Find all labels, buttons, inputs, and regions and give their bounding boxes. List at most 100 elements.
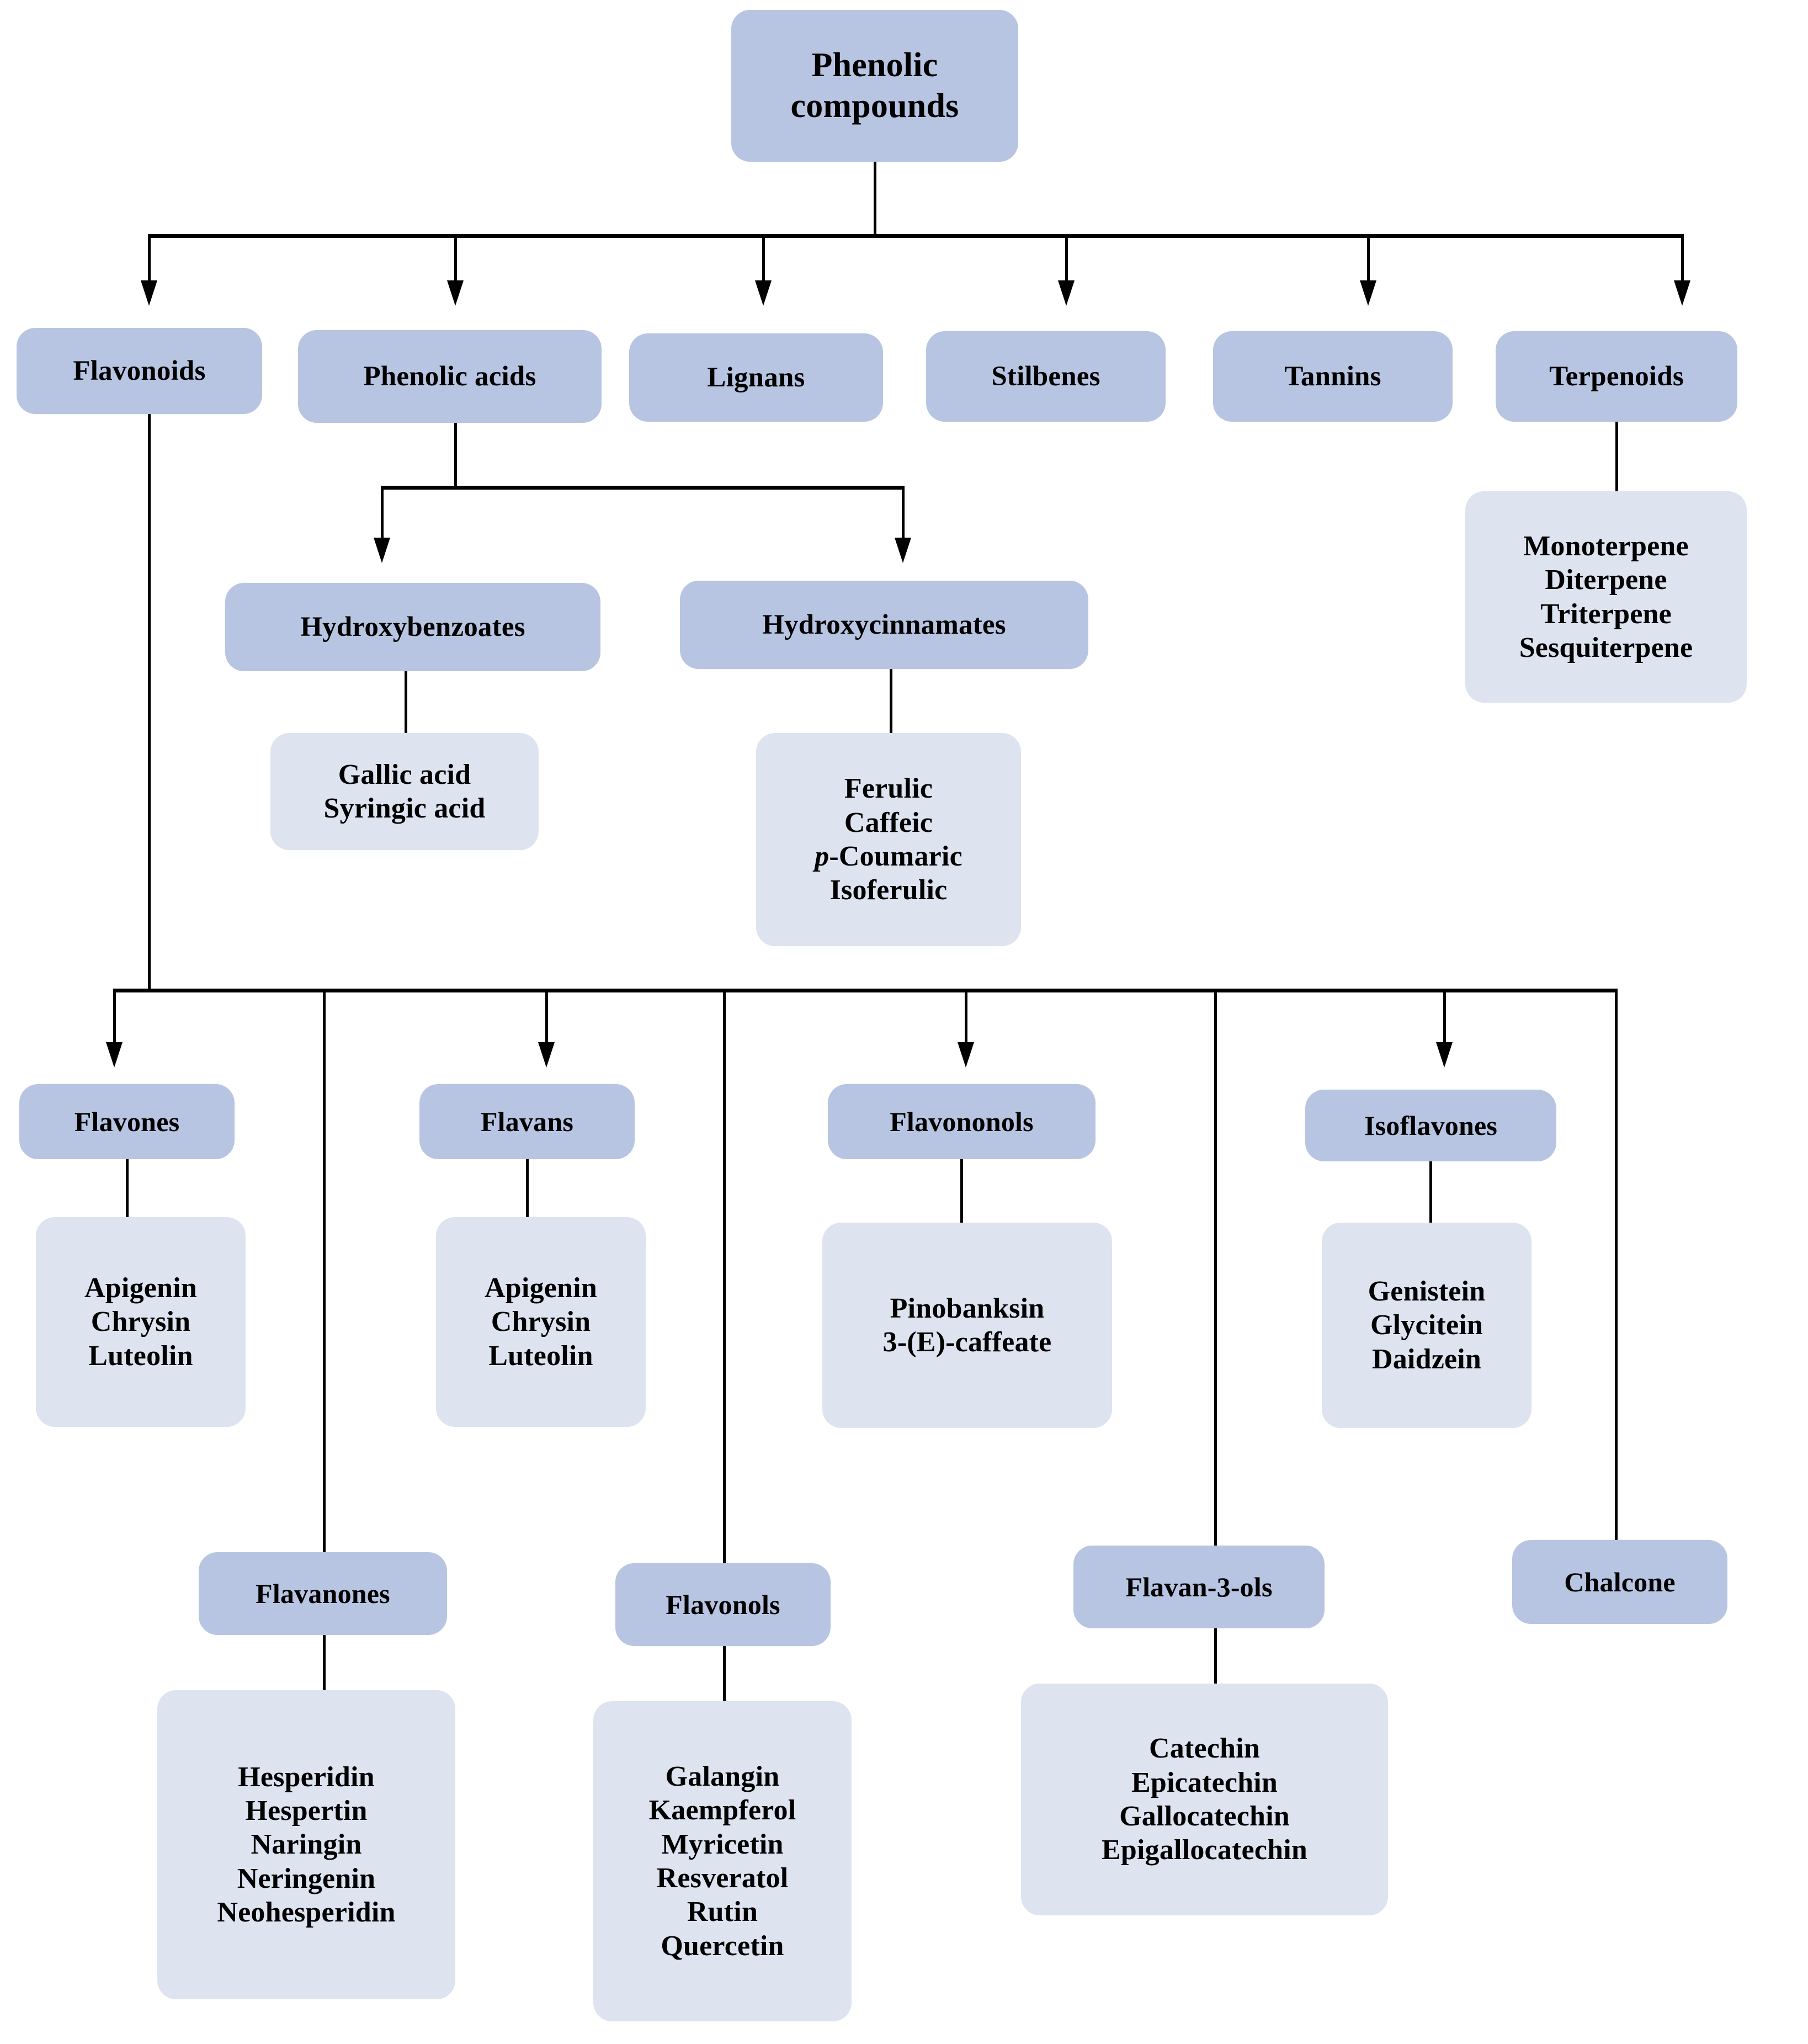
hydroxybenzoate-member-list: Gallic acid Syringic acid [270,758,539,826]
flavonols-member: Myricetin [661,1828,784,1860]
connector-drop-tannins [1367,234,1370,284]
hydroxybenzoate-member: Gallic acid [338,758,471,790]
flavonols-member: Quercetin [661,1930,784,1962]
node-hydroxycinnamates[interactable]: Hydroxycinnamates [680,581,1088,669]
node-phenolic-compounds-label: Phenolic compounds [790,46,959,125]
connector-isoflavones-members [1429,1161,1432,1227]
node-flavonols-label: Flavonols [666,1589,780,1620]
flavonols-member: Galangin [665,1760,780,1792]
node-flavonoids[interactable]: Flavonoids [17,328,262,414]
flavonols-member: Rutin [687,1896,758,1928]
node-flavans[interactable]: Flavans [419,1084,635,1159]
node-hydroxybenzoate-members[interactable]: Gallic acid Syringic acid [270,733,539,850]
flavonols-member: Kaempferol [648,1795,796,1827]
node-flavones[interactable]: Flavones [19,1084,235,1159]
node-flavonols[interactable]: Flavonols [615,1563,831,1646]
node-flavanones-members[interactable]: Hesperidin Hespertin Naringin Neringenin… [157,1690,455,1999]
connector-drop-flavanones [323,989,326,1563]
arrowhead-terpenoids [1674,280,1690,306]
node-flavononols-label: Flavononols [890,1106,1034,1137]
hydroxycinnamate-member: Caffeic [844,806,933,838]
connector-drop-flavones [113,989,116,1047]
flavans-member: Luteolin [488,1340,593,1372]
flavones-member: Chrysin [91,1306,191,1338]
flavan3ols-member: Catechin [1149,1733,1260,1765]
flavanones-member: Hesperidin [238,1761,375,1793]
node-flavones-members[interactable]: Apigenin Chrysin Luteolin [36,1217,246,1427]
arrowhead-flavononols [958,1042,974,1068]
node-flavonoids-label: Flavonoids [73,355,206,386]
hydroxycinnamate-member: Ferulic [844,773,933,805]
node-lignans[interactable]: Lignans [629,333,883,422]
node-flavan3ols-members[interactable]: Catechin Epicatechin Gallocatechin Epiga… [1021,1684,1388,1915]
connector-phenolic-acids-bus [381,486,905,490]
node-hydroxybenzoates[interactable]: Hydroxybenzoates [225,583,600,671]
node-terpenoid-members[interactable]: Monoterpene Diterpene Triterpene Sesquit… [1465,491,1747,703]
connector-drop-flavans [545,989,548,1047]
connector-drop-flavonoids [148,234,151,284]
flavononols-member: Pinobanksin [890,1292,1045,1324]
connector-drop-phenolic-acids [454,234,457,284]
arrowhead-lignans [755,280,772,306]
node-phenolic-acids-label: Phenolic acids [363,360,536,392]
terpenoid-member: Sesquiterpene [1519,631,1693,663]
connector-flavan3ols-members [1214,1628,1217,1686]
node-phenolic-compounds[interactable]: Phenolic compounds [731,10,1018,162]
flavononols-member: 3-(E)-caffeate [882,1326,1052,1358]
isoflavones-member: Glycitein [1370,1309,1483,1341]
connector-flavonols-members [723,1646,726,1704]
node-isoflavones[interactable]: Isoflavones [1305,1090,1556,1161]
node-flavonols-members[interactable]: Galangin Kaempferol Myricetin Resveratol… [593,1701,852,2021]
connector-drop-hydroxycinnamates [902,486,905,541]
connector-drop-flavan3ols [1214,989,1217,1557]
terpenoid-member: Diterpene [1545,564,1667,596]
terpenoid-member: Monoterpene [1523,530,1689,562]
isoflavones-member: Daidzein [1371,1343,1482,1375]
node-flavan-3-ols[interactable]: Flavan-3-ols [1073,1546,1325,1628]
isoflavones-member-list: Genistein Glycitein Daidzein [1322,1275,1532,1376]
node-terpenoids-label: Terpenoids [1549,360,1684,392]
connector-flavonoids-stem [148,414,151,991]
node-flavans-members[interactable]: Apigenin Chrysin Luteolin [436,1217,646,1427]
node-flavanones-label: Flavanones [256,1578,390,1609]
flavonols-member: Resveratol [656,1862,789,1894]
node-stilbenes-label: Stilbenes [991,360,1100,392]
node-stilbenes[interactable]: Stilbenes [926,331,1166,422]
node-tannins[interactable]: Tannins [1213,331,1453,422]
connector-flavononols-members [960,1159,963,1224]
node-terpenoids[interactable]: Terpenoids [1496,331,1737,422]
node-flavononols-members[interactable]: Pinobanksin 3-(E)-caffeate [822,1223,1112,1428]
flavanones-member: Neohesperidin [217,1897,396,1929]
arrowhead-flavones [106,1042,123,1068]
arrowhead-stilbenes [1058,280,1075,306]
connector-drop-terpenoids [1681,234,1684,284]
flavans-member: Chrysin [491,1306,591,1338]
isoflavones-member: Genistein [1368,1275,1486,1307]
node-flavanones[interactable]: Flavanones [199,1552,447,1635]
arrowhead-tannins [1360,280,1376,306]
connector-drop-isoflavones [1443,989,1446,1047]
flavan3ols-member-list: Catechin Epicatechin Gallocatechin Epiga… [1021,1732,1388,1867]
node-hydroxycinnamates-label: Hydroxycinnamates [762,609,1006,640]
flavan3ols-member: Gallocatechin [1119,1801,1290,1832]
connector-drop-chalcone [1615,989,1618,1543]
node-isoflavones-members[interactable]: Genistein Glycitein Daidzein [1322,1223,1532,1428]
flavanones-member: Naringin [251,1829,362,1861]
node-chalcone[interactable]: Chalcone [1512,1540,1727,1624]
node-flavones-label: Flavones [74,1106,180,1137]
connector-phenolic-acids-stem [454,423,457,489]
node-isoflavones-label: Isoflavones [1364,1109,1498,1141]
connector-drop-flavonols [723,989,726,1576]
hydroxycinnamate-member: Isoferulic [829,874,948,906]
connector-drop-stilbenes [1065,234,1068,284]
node-flavan-3-ols-label: Flavan-3-ols [1125,1571,1273,1602]
node-phenolic-acids[interactable]: Phenolic acids [298,330,602,423]
hydroxybenzoate-member: Syringic acid [323,793,486,824]
node-chalcone-label: Chalcone [1564,1566,1676,1597]
node-flavononols[interactable]: Flavononols [828,1084,1096,1159]
flavones-member: Luteolin [88,1340,193,1372]
node-flavans-label: Flavans [480,1106,574,1137]
node-hydroxycinnamate-members[interactable]: Ferulic Caffeic p-Coumaric Isoferulic [756,733,1021,946]
connector-drop-hydroxybenzoates [381,486,384,541]
